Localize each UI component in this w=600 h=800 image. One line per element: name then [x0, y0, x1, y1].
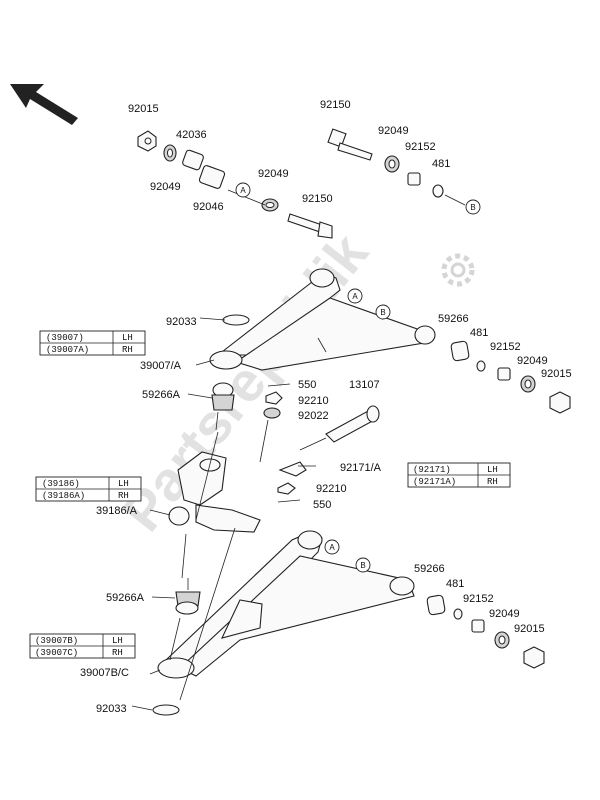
callout-b1: B [465, 199, 481, 215]
part-labels: 92015 42036 92049 92049 92046 92150 9215… [80, 99, 572, 715]
part-label: 92049 [517, 355, 548, 367]
svg-text:(39186): (39186) [42, 479, 80, 489]
svg-text:(39007B): (39007B) [35, 636, 78, 646]
part-label: 92152 [490, 341, 521, 353]
knuckle-hardware [263, 383, 316, 503]
part-label: 92150 [302, 193, 333, 205]
part-label: 42036 [176, 129, 207, 141]
part-label: 92033 [96, 703, 127, 715]
callout-b2: B [375, 304, 391, 320]
part-label: 92046 [193, 201, 224, 213]
part-label: 59266 [438, 313, 469, 325]
svg-text:(39007A): (39007A) [46, 345, 89, 355]
spindle [299, 405, 380, 451]
svg-text:RH: RH [118, 491, 129, 501]
variant-table-1: (39007) LH (39007A) RH [39, 330, 146, 356]
steering-knuckle [168, 451, 261, 533]
svg-text:B: B [470, 203, 475, 212]
variant-table-3: (92171) LH (92171A) RH [407, 462, 511, 488]
part-label: 92210 [298, 395, 329, 407]
upper-ball-joint [211, 382, 235, 431]
callout-a3: A [324, 539, 340, 555]
callout-b3: B [355, 557, 371, 573]
leader-lines [131, 317, 269, 711]
part-label: 481 [432, 158, 450, 170]
svg-text:(39186A): (39186A) [42, 491, 85, 501]
part-label: 92015 [128, 103, 159, 115]
part-label: 550 [298, 379, 316, 391]
variant-table-4: (39007B) LH (39007C) RH [29, 633, 136, 659]
svg-text:(39007): (39007) [46, 333, 84, 343]
part-label: 92033 [166, 316, 197, 328]
part-label: 92171/A [340, 462, 382, 474]
part-label: 92152 [463, 593, 494, 605]
callout-a1: A [235, 182, 251, 198]
svg-text:RH: RH [122, 345, 133, 355]
svg-text:LH: LH [122, 333, 133, 343]
callout-a2: A [347, 288, 363, 304]
svg-text:(92171): (92171) [413, 465, 451, 475]
svg-text:A: A [329, 543, 335, 552]
svg-text:A: A [240, 186, 246, 195]
part-label: 59266A [106, 592, 145, 604]
lower-ball-joint [175, 578, 201, 615]
part-label: 481 [470, 327, 488, 339]
svg-text:B: B [380, 308, 385, 317]
part-label: 92150 [320, 99, 351, 111]
part-label: 92015 [541, 368, 572, 380]
part-label: 92015 [514, 623, 545, 635]
svg-text:B: B [360, 561, 365, 570]
svg-text:RH: RH [487, 477, 498, 487]
part-label: 92049 [258, 168, 289, 180]
svg-text:A: A [352, 292, 358, 301]
part-label: 92049 [150, 181, 181, 193]
part-label: 92152 [405, 141, 436, 153]
svg-text:LH: LH [118, 479, 129, 489]
svg-text:RH: RH [112, 648, 123, 658]
upper-hardware-group [137, 128, 466, 239]
part-label: 92049 [378, 125, 409, 137]
svg-text:(92171A): (92171A) [413, 477, 456, 487]
svg-text:LH: LH [487, 465, 498, 475]
part-label: 92210 [316, 483, 347, 495]
part-label: 92022 [298, 410, 329, 422]
part-label: 39007B/C [80, 667, 129, 679]
upper-a-arm [209, 268, 571, 414]
part-label: 59266 [414, 563, 445, 575]
part-label: 39186/A [96, 505, 138, 517]
part-label: 92049 [489, 608, 520, 620]
part-label: 550 [313, 499, 331, 511]
part-label: 39007/A [140, 360, 182, 372]
gear-logo-icon [441, 253, 475, 287]
front-direction-arrow-icon [10, 84, 78, 125]
variant-table-2: (39186) LH (39186A) RH [35, 476, 142, 502]
part-label: 481 [446, 578, 464, 590]
part-label: 13107 [349, 379, 380, 391]
svg-text:LH: LH [112, 636, 123, 646]
svg-text:(39007C): (39007C) [35, 648, 78, 658]
lower-a-arm [152, 530, 545, 716]
part-label: 59266A [142, 389, 181, 401]
